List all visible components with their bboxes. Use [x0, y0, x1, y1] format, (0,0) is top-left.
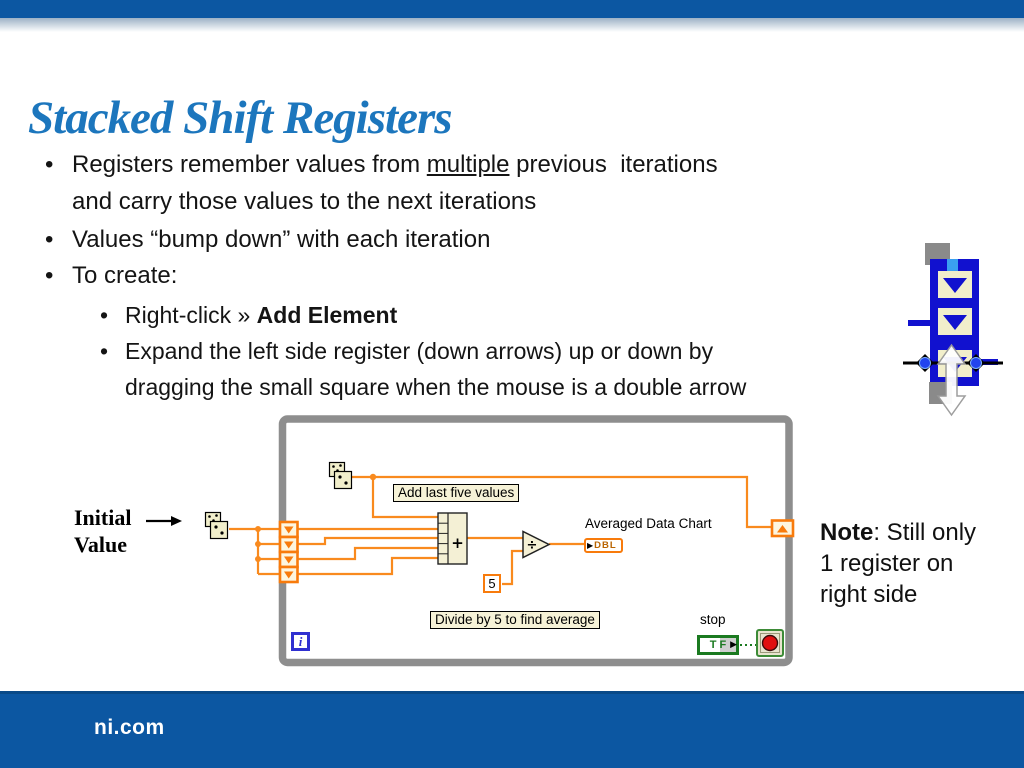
register-tab	[947, 259, 958, 272]
bullet-to-create: • To create:	[45, 257, 177, 294]
label-stop: stop	[700, 612, 726, 627]
register-cell-1	[938, 271, 972, 298]
divide-node: ÷	[522, 530, 551, 559]
left-shift-register-stack	[278, 520, 299, 584]
initial-value-arrow	[146, 516, 182, 526]
bullet-text-bold: Add Element	[256, 302, 398, 328]
stacked-shift-register-icon	[903, 243, 1003, 417]
ni-com-logo: ni.com	[94, 716, 165, 739]
bullet-text: To create:	[72, 262, 178, 289]
stop-button	[756, 629, 784, 657]
note-bold: Note	[820, 519, 874, 546]
selection-handle-left	[916, 354, 934, 372]
bullet-text: and carry those values to the next itera…	[72, 188, 537, 215]
random-number-icon-inner	[328, 461, 353, 490]
divide-sign: ÷	[527, 538, 538, 553]
selection-handle-right	[967, 354, 985, 372]
bullet-text-underlined: multiple	[426, 151, 510, 178]
label-divide-by-5: Divide by 5 to find average	[430, 611, 600, 629]
wire-stub-left	[908, 320, 931, 326]
note-text: Note: Still only 1 register on right side	[820, 517, 1020, 610]
note-line3: right side	[820, 581, 918, 608]
add-node: +	[437, 512, 468, 565]
resize-cursor-icon	[936, 343, 967, 417]
bullet-bump-down: • Values “bump down” with each iteration	[45, 221, 490, 258]
bullet-text: Right-click »	[125, 302, 257, 328]
bullet-icon: •	[45, 151, 54, 178]
label-averaged-data-chart: Averaged Data Chart	[585, 516, 712, 531]
bullet-text: Registers remember values from	[72, 151, 427, 178]
bullet-icon: •	[45, 226, 54, 253]
top-banner	[0, 0, 1024, 18]
subbullet-expand: • Expand the left side register (down arr…	[100, 333, 905, 405]
dbl-input-arrow-icon: ▶	[587, 540, 594, 550]
resize-handle-bottom	[929, 382, 952, 404]
register-cell-3	[938, 350, 972, 377]
subbullet-right-click: • Right-click » Add Element	[100, 297, 397, 333]
plus-sign: +	[451, 534, 464, 552]
bullet-text: Values “bump down” with each iteration	[72, 226, 491, 253]
note-line2: 1 register on	[820, 550, 954, 577]
initial-value-line1: Initial	[74, 505, 132, 530]
resize-handle-top	[925, 243, 950, 265]
tf-output-arrow-icon: ▶	[730, 639, 737, 649]
right-shift-register	[770, 519, 795, 538]
bullet-text: dragging the small square when the mouse…	[125, 374, 747, 400]
bottom-banner: ni.com	[0, 691, 1024, 768]
register-body	[930, 259, 979, 386]
random-number-icon-outer	[204, 511, 229, 540]
bullet-icon: •	[100, 338, 109, 364]
dbl-indicator-terminal: ▶ DBL	[584, 538, 623, 553]
bullet-text: Expand the left side register (down arro…	[125, 338, 714, 364]
note-line1: : Still only	[873, 519, 977, 546]
stop-boolean-terminal: TF ▶	[697, 635, 739, 655]
label-add-last-five-values: Add last five values	[393, 484, 520, 502]
bullet-registers: • Registers remember values from multiple…	[45, 146, 922, 220]
initial-value-line2: Value	[74, 532, 127, 557]
iteration-terminal: i	[291, 632, 310, 651]
numeric-constant-5: 5	[483, 574, 501, 593]
bullet-text: previous iterations	[509, 151, 718, 178]
bullet-icon: •	[100, 302, 109, 328]
wire-stub-right	[979, 359, 998, 365]
register-cell-2	[938, 308, 972, 335]
bullet-icon: •	[45, 262, 54, 289]
top-banner-shadow	[0, 18, 1024, 32]
page-title: Stacked Shift Registers	[28, 92, 453, 145]
wire-junction-dots	[255, 473, 377, 562]
tf-label: TF	[709, 639, 730, 651]
dbl-label: DBL	[594, 540, 617, 551]
